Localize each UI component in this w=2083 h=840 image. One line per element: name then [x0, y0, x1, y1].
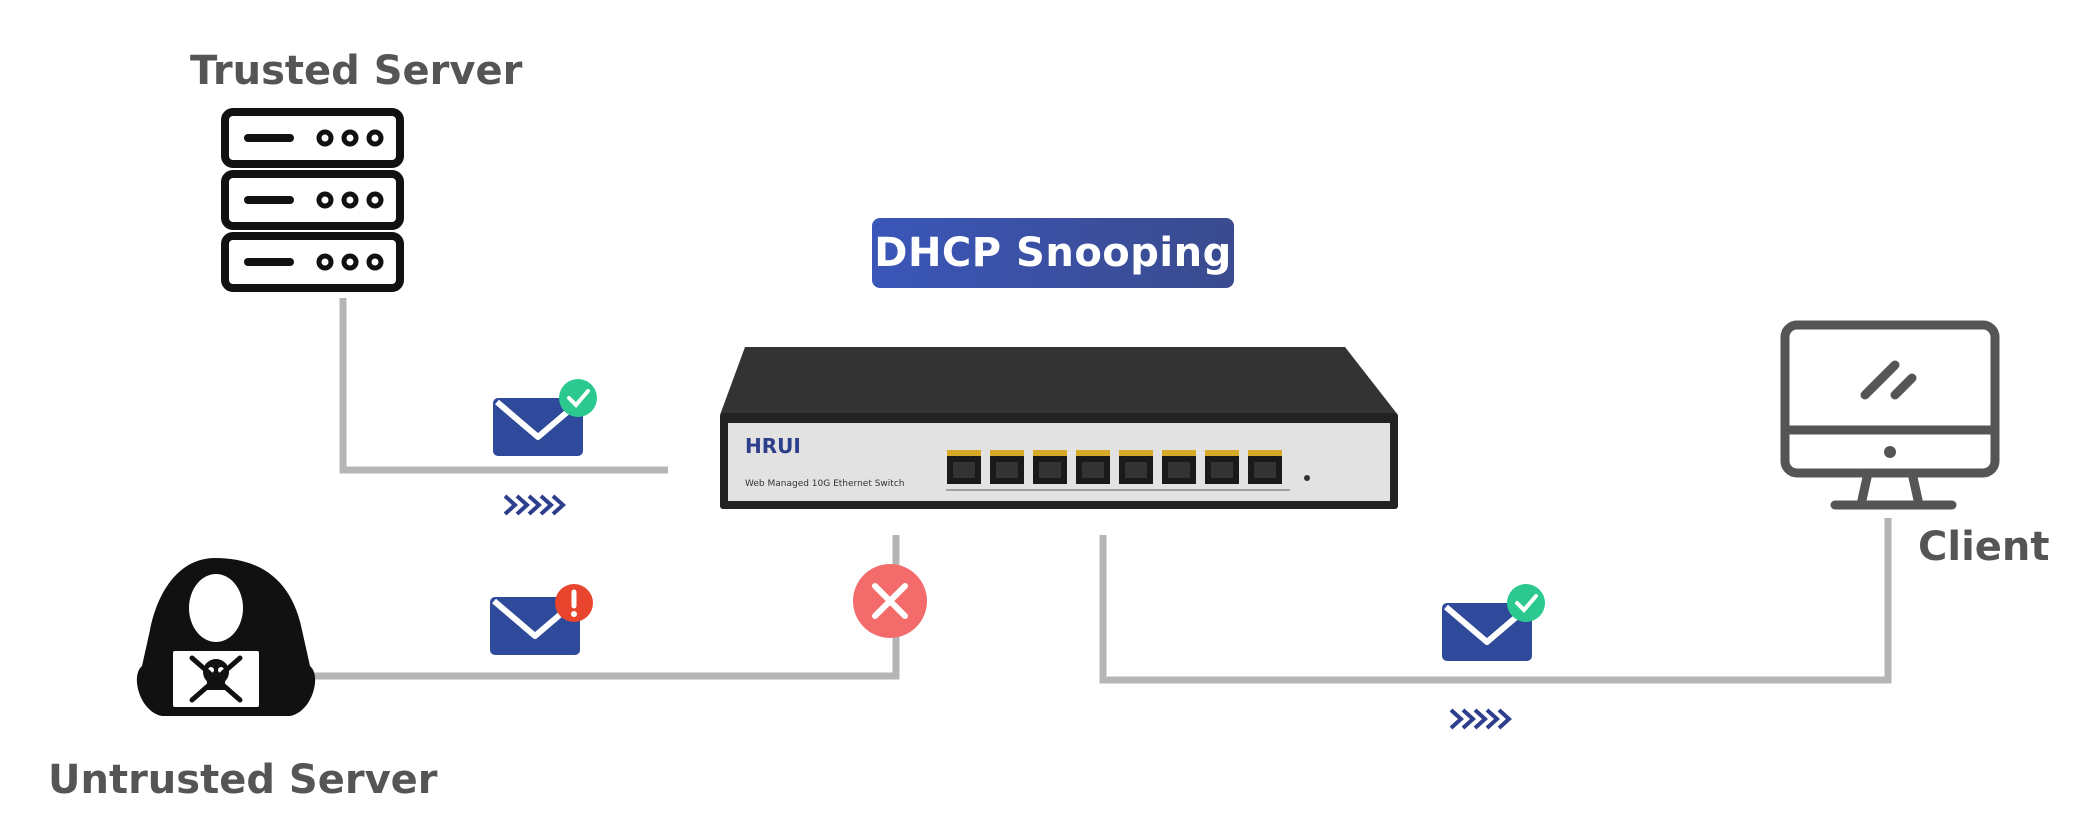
block-x-icon: [853, 564, 927, 638]
switch-port: [1248, 450, 1282, 484]
envelope-icon: [493, 398, 583, 456]
diagram-title: DHCP Snooping: [872, 218, 1234, 288]
alert-icon: [555, 584, 593, 622]
switch-port: [1162, 450, 1196, 484]
envelope-icon: [1442, 603, 1532, 661]
switch-ports: [947, 450, 1282, 484]
client-label: Client: [1918, 524, 2050, 570]
switch-port: [1205, 450, 1239, 484]
client-link: [1099, 518, 1892, 684]
untrusted-server-label: Untrusted Server: [48, 757, 438, 803]
monitor-icon: [1780, 320, 2000, 510]
trusted-link: [339, 298, 668, 474]
check-icon: [559, 379, 597, 417]
switch-port: [947, 450, 981, 484]
switch-icon: HRUI Web Managed 10G Ethernet Switch: [720, 347, 1398, 509]
check-icon: [1507, 584, 1545, 622]
switch-model: Web Managed 10G Ethernet Switch: [745, 479, 904, 489]
switch-port: [1076, 450, 1110, 484]
trusted-server-label: Trusted Server: [190, 48, 523, 94]
switch-port: [1119, 450, 1153, 484]
switch-port: [1033, 450, 1067, 484]
server-icon: [221, 108, 404, 292]
arrows-icon: [1449, 708, 1512, 730]
switch-port: [990, 450, 1024, 484]
untrusted-link: [305, 535, 900, 680]
monitor-power-dot: [1884, 446, 1896, 458]
hacker-icon: [136, 558, 316, 716]
arrows-icon: [503, 494, 566, 516]
switch-brand: HRUI: [745, 434, 801, 458]
